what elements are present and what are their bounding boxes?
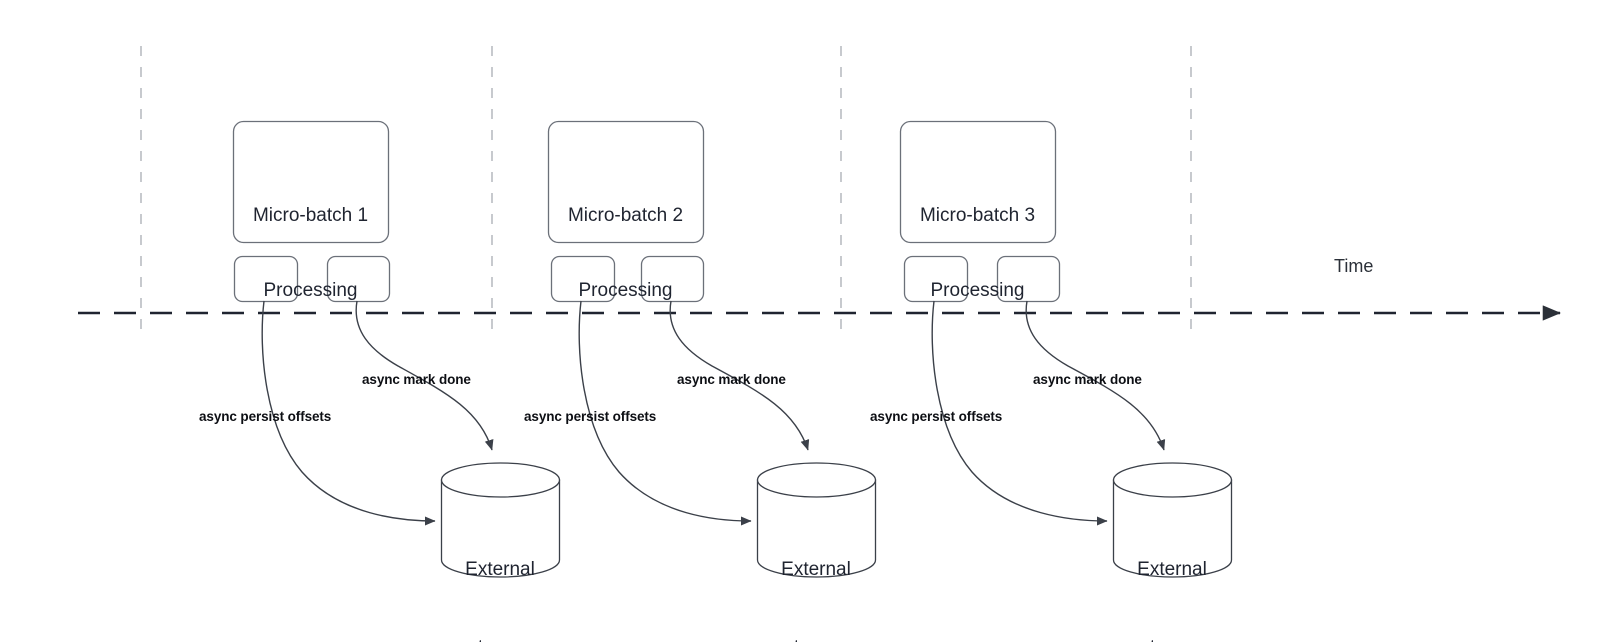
external-storage-3-top-ellipse [1112,462,1233,498]
task-1a-box[interactable] [233,255,299,303]
batch-boundary-gridlines [140,46,1192,333]
persist-offsets-3-edge [931,300,1108,526]
persist-offsets-2-edge [578,300,752,526]
persist-offsets-1-edge [261,300,436,526]
external-storage-3-body [1112,479,1233,578]
micro-batch-2-group [547,120,877,578]
external-storage-2-body [756,479,877,578]
mark-done-3-edge [1025,300,1166,451]
micro-batch-3-group [899,120,1233,578]
mark-done-1-edge [355,300,494,451]
task-2b-box[interactable] [640,255,705,303]
external-storage-1-cylinder[interactable] [440,462,561,578]
task-1b-box[interactable] [326,255,391,303]
micro-batch-1-box[interactable] [232,120,390,244]
micro-batch-2-box[interactable] [547,120,705,244]
task-3a-box[interactable] [903,255,969,303]
micro-batch-1-group [232,120,561,578]
external-storage-1-top-ellipse [440,462,561,498]
external-storage-2-top-ellipse [756,462,877,498]
external-storage-3-cylinder[interactable] [1112,462,1233,578]
micro-batch-3-box[interactable] [899,120,1057,244]
external-storage-1-body [440,479,561,578]
task-3b-box[interactable] [996,255,1061,303]
external-storage-2-cylinder[interactable] [756,462,877,578]
task-2a-box[interactable] [550,255,616,303]
mark-done-2-edge [669,300,810,451]
